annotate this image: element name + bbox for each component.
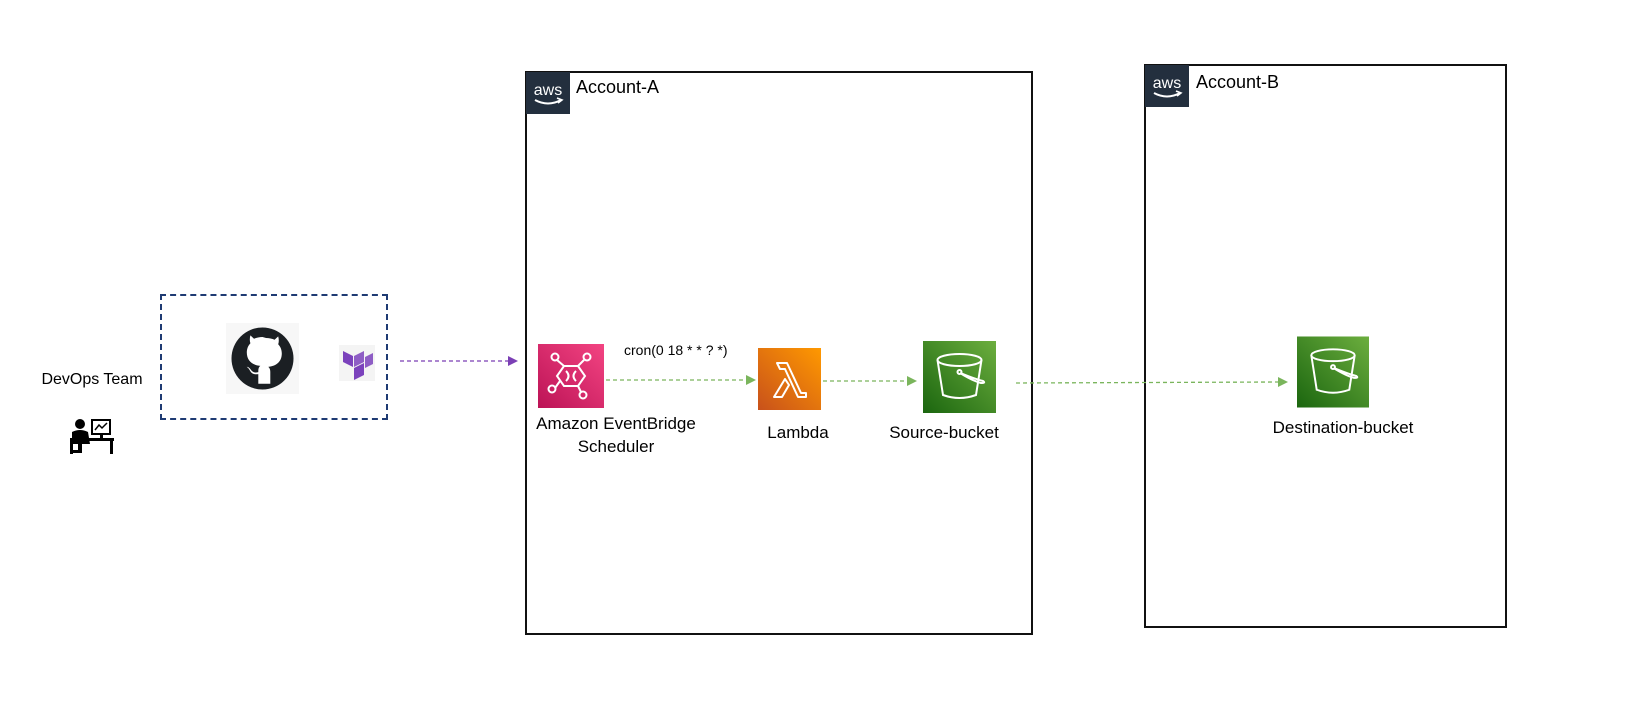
account-a-label: Account-A xyxy=(576,77,660,97)
lambda-to-source-bucket-arrow xyxy=(823,376,917,386)
eventbridge-scheduler-icon xyxy=(538,344,604,408)
s3-bucket-icon xyxy=(923,341,996,413)
developer-workstation-icon xyxy=(68,416,116,456)
terraform-icon xyxy=(339,345,375,381)
destination-bucket-label: Destination-bucket xyxy=(1272,418,1414,437)
aws-logo-icon: aws xyxy=(1145,65,1189,107)
account-b-label: Account-B xyxy=(1196,72,1280,92)
svg-text:aws: aws xyxy=(1153,75,1181,92)
svg-text:aws: aws xyxy=(534,82,562,99)
source-to-destination-bucket-arrow xyxy=(1015,377,1288,387)
eventbridge-label: Amazon EventBridge Scheduler xyxy=(520,412,712,458)
s3-bucket-icon xyxy=(1297,336,1369,408)
cron-schedule-label: cron(0 18 * * ? *) xyxy=(624,342,728,358)
devops-team-label: DevOps Team xyxy=(41,371,143,388)
aws-logo-icon: aws xyxy=(526,72,570,114)
lambda-label: Lambda xyxy=(767,423,829,442)
eventbridge-label-line1: Amazon EventBridge xyxy=(536,414,696,433)
eventbridge-to-lambda-arrow xyxy=(606,375,756,385)
eventbridge-label-line2: Scheduler xyxy=(577,437,655,456)
github-icon xyxy=(226,323,299,394)
deploy-arrow xyxy=(400,356,518,366)
cicd-tools-box xyxy=(160,294,388,420)
source-bucket-label: Source-bucket xyxy=(889,423,999,442)
lambda-icon xyxy=(758,348,821,410)
